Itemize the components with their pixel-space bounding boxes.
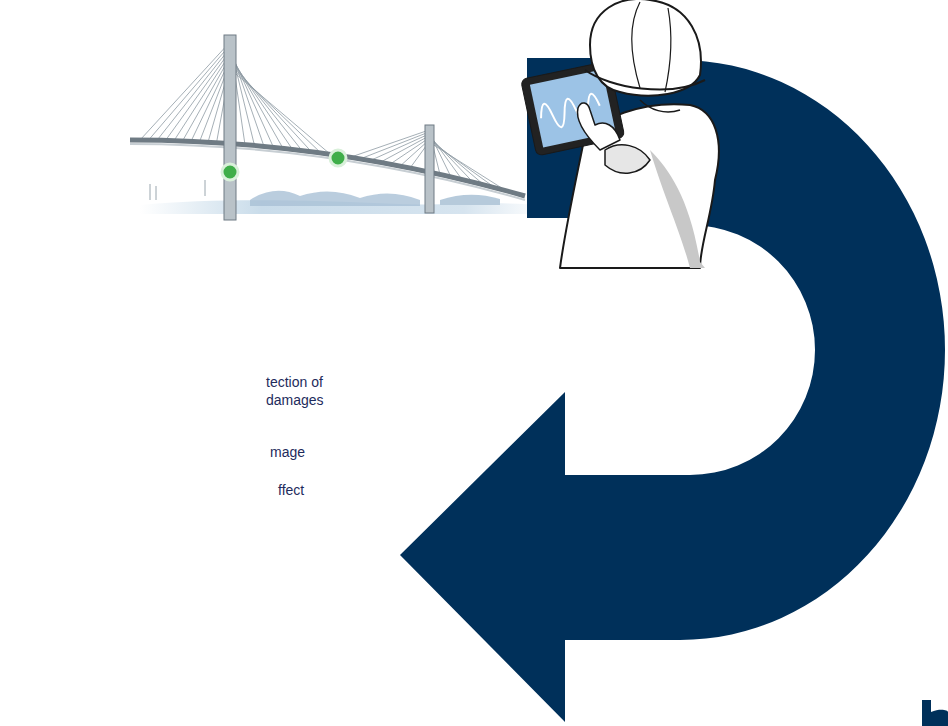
side-label: ffect — [278, 481, 338, 499]
bridge-illustration — [130, 35, 545, 220]
worker-illustration — [521, 0, 719, 268]
side-label: tection of damages — [266, 373, 342, 409]
turn-arrow — [400, 60, 945, 722]
side-label: mage — [270, 443, 330, 461]
logo-fragment — [922, 700, 948, 726]
